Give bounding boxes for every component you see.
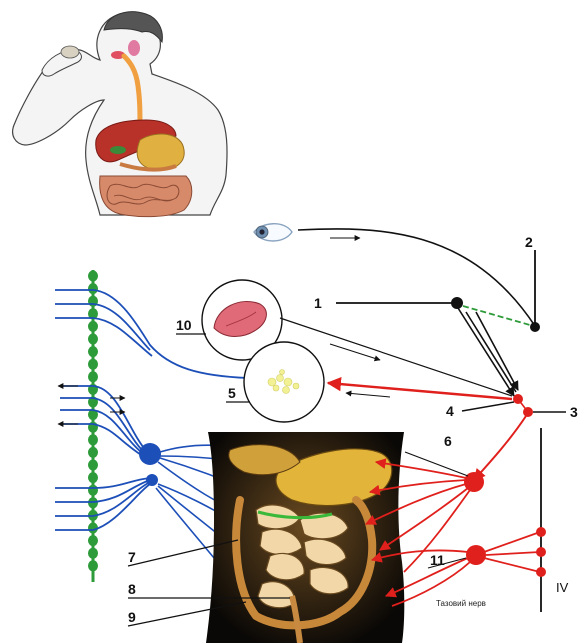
sympathetic-ganglion-lower bbox=[146, 474, 158, 486]
sympathetic-ganglion bbox=[88, 371, 98, 382]
eye-pathway bbox=[298, 229, 535, 326]
sympathetic-trunk bbox=[88, 270, 98, 582]
sympathetic-ganglion bbox=[88, 321, 98, 332]
human-digestive-system-illustration bbox=[13, 12, 227, 217]
salivary-circle bbox=[244, 342, 324, 422]
gallbladder bbox=[110, 146, 126, 154]
sacral-nucleus-2 bbox=[536, 547, 546, 557]
sacral-roots bbox=[484, 532, 540, 572]
label-7: 7 bbox=[128, 549, 136, 565]
sympathetic-ganglion bbox=[88, 560, 98, 571]
label-9: 9 bbox=[128, 609, 136, 625]
food-piece bbox=[61, 46, 79, 58]
nucleus-1 bbox=[451, 297, 463, 309]
sympathetic-ganglion bbox=[88, 346, 98, 357]
tongue-arrow bbox=[330, 344, 380, 360]
tract-1-to-4 bbox=[458, 308, 518, 396]
label-roman-iv: IV bbox=[556, 580, 569, 595]
sympathetic-ganglion bbox=[88, 359, 98, 370]
eye-icon bbox=[254, 224, 292, 241]
label-10: 10 bbox=[176, 317, 192, 333]
abdominal-organs-photo bbox=[206, 432, 404, 643]
sympathetic-ganglion bbox=[88, 447, 98, 458]
label-pelvic-nerve: Тазовий нерв bbox=[436, 599, 486, 608]
sympathetic-ganglion bbox=[88, 283, 98, 294]
label-2: 2 bbox=[525, 234, 533, 250]
label-4: 4 bbox=[446, 403, 454, 419]
sympathetic-ganglion bbox=[88, 334, 98, 345]
link-4-3 bbox=[518, 399, 528, 412]
label-8: 8 bbox=[128, 581, 136, 597]
vagus-efferent bbox=[474, 416, 526, 480]
line-label-4 bbox=[462, 402, 514, 411]
label-11: 11 bbox=[430, 552, 445, 568]
label-1: 1 bbox=[314, 295, 322, 311]
label-5: 5 bbox=[228, 385, 236, 401]
intestines bbox=[100, 176, 192, 217]
sympathetic-ganglion bbox=[88, 434, 98, 445]
sympathetic-ganglion bbox=[88, 548, 98, 559]
sympathetic-ganglion bbox=[88, 535, 98, 546]
label-3: 3 bbox=[570, 404, 578, 420]
nucleus-2 bbox=[530, 322, 540, 332]
sympathetic-ganglion-upper bbox=[139, 443, 161, 465]
sacral-nucleus-1 bbox=[536, 527, 546, 537]
salivary-gland bbox=[128, 40, 140, 56]
label-6: 6 bbox=[444, 433, 452, 449]
stomach bbox=[137, 134, 184, 170]
sympathetic-ganglion bbox=[88, 460, 98, 471]
sympathetic-ganglion bbox=[88, 472, 98, 483]
sympathetic-ganglion bbox=[88, 271, 98, 282]
sympathetic-ganglion bbox=[88, 485, 98, 496]
efferent-to-salivary bbox=[328, 383, 512, 399]
salivary-return bbox=[346, 393, 390, 397]
sacral-nucleus-3 bbox=[536, 567, 546, 577]
